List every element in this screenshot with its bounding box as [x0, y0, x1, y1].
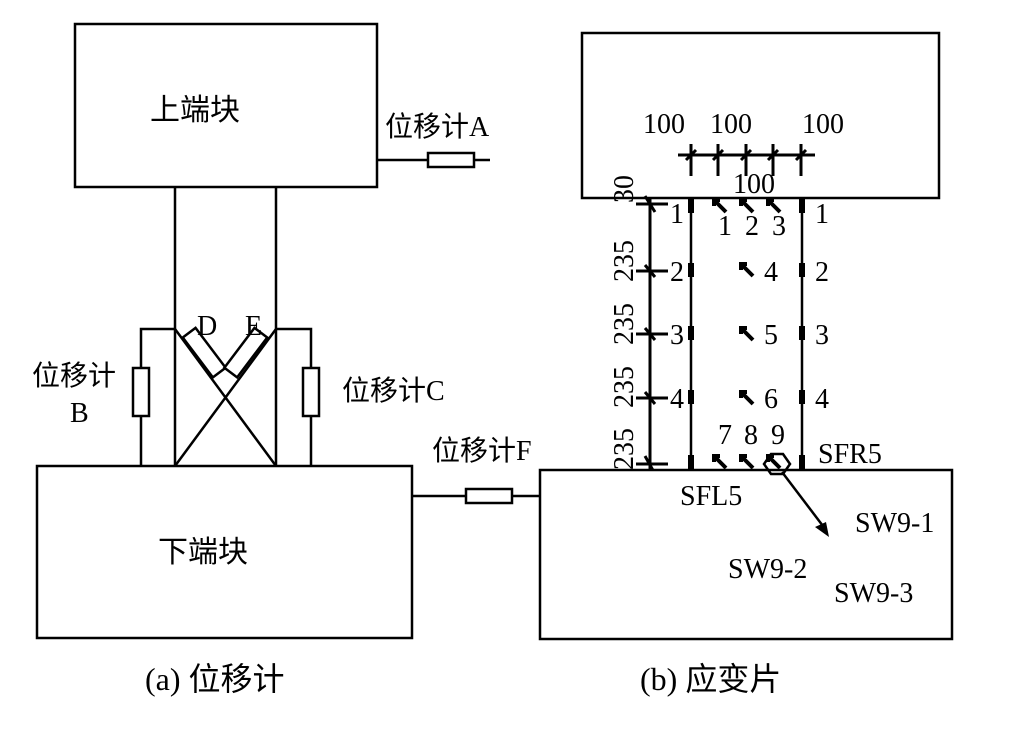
right-label-1: 1: [815, 199, 829, 230]
left-label-2: 2: [670, 257, 684, 288]
edge-gauges: [688, 199, 805, 469]
right-label-3: 3: [815, 320, 829, 351]
gauge-f-label: 位移计F: [432, 435, 532, 467]
diagonal-e-line: [173, 328, 278, 467]
gauge-a-label: 位移计A: [385, 111, 490, 143]
dim-top-2: 100: [710, 109, 752, 140]
gauge-b-label-line2: B: [70, 398, 89, 429]
gauge-c-frame: [276, 327, 313, 466]
panel-b: 100 100 100 100 30 235 235 235 235: [538, 31, 954, 697]
left-label-4: 4: [670, 384, 684, 415]
sw9-2-label: SW9-2: [728, 554, 807, 585]
center-label-6: 6: [764, 384, 778, 415]
dim-top-1: 100: [643, 109, 685, 140]
caption-b: (b) 应变片: [640, 661, 781, 697]
right-label-2: 2: [815, 257, 829, 288]
gauge-b-label-line1: 位移计: [32, 360, 116, 392]
top-block-label: 上端块: [150, 94, 240, 127]
detail-arrow-line: [781, 471, 827, 531]
dim-left-4: 235: [609, 366, 640, 408]
top-block-b: [580, 31, 941, 200]
gauge-a-icon: [426, 151, 476, 169]
center-label-9: 9: [771, 420, 785, 451]
gauge-f-icon: [464, 487, 514, 505]
center-label-2: 2: [745, 211, 759, 242]
sfl-label: SFL5: [680, 481, 742, 512]
top-block: [73, 22, 379, 189]
dim-mid: 100: [733, 169, 775, 200]
gauge-b-frame: [139, 327, 175, 466]
right-label-4: 4: [815, 384, 829, 415]
sw9-3-label: SW9-3: [834, 578, 913, 609]
center-label-1: 1: [718, 211, 732, 242]
left-label-3: 3: [670, 320, 684, 351]
gauge-d-icon: [181, 326, 228, 380]
caption-a: (a) 位移计: [145, 661, 285, 697]
bottom-block: [35, 464, 414, 640]
dim-left-2: 235: [609, 240, 640, 282]
detail-arrow-head-icon: [815, 522, 829, 537]
center-label-5: 5: [764, 320, 778, 351]
gauge-d-label: D: [197, 311, 217, 342]
dim-top-3: 100: [802, 109, 844, 140]
panel-a: 上端块 位移计A D E 位移计 B 位移计C 下端块 位移计F (a) 位移计: [32, 22, 540, 697]
dim-left-5: 235: [609, 428, 640, 470]
dim-ticks-left: [636, 195, 668, 475]
sfr-label: SFR5: [818, 439, 882, 470]
left-label-1: 1: [670, 199, 684, 230]
gauge-e-icon: [222, 326, 269, 380]
center-label-8: 8: [744, 420, 758, 451]
dim-left-3: 235: [609, 303, 640, 345]
gauge-e-label: E: [245, 311, 262, 342]
gauge-b-icon: [131, 366, 151, 418]
bottom-block-label: 下端块: [158, 536, 248, 569]
center-label-7: 7: [718, 420, 732, 451]
center-label-4: 4: [764, 257, 778, 288]
sw9-1-label: SW9-1: [855, 508, 934, 539]
dim-left-1: 30: [609, 175, 640, 203]
bottom-block-b: [538, 468, 954, 641]
gauge-c-icon: [301, 366, 321, 418]
center-label-3: 3: [772, 211, 786, 242]
dim-ticks-top: [684, 144, 808, 176]
gauge-c-label: 位移计C: [342, 375, 445, 407]
